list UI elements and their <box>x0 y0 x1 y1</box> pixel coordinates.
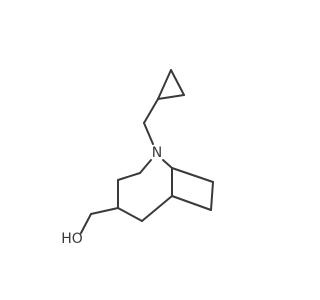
bond-cp1-ch2 <box>143 98 159 124</box>
bond-ch2-n <box>143 122 154 145</box>
bond-cp1-cp2 <box>157 69 172 100</box>
bond-c1-c2 <box>117 172 141 181</box>
bond-c4-c5 <box>141 195 173 222</box>
bond-c7-c5 <box>171 195 212 211</box>
bond-c3-ch2oh <box>90 207 119 215</box>
bond-n-c5 <box>162 159 173 169</box>
bond-c1b-c6 <box>171 167 214 183</box>
nitrogen-atom-label: N <box>152 145 162 161</box>
bond-cp2-cp3 <box>170 69 185 96</box>
cyclopropyl-ring <box>157 69 185 100</box>
hydroxyl-label: HO <box>61 231 83 247</box>
bond-cp3-cp1 <box>157 94 185 100</box>
bond-n-c1 <box>139 159 152 174</box>
bond-c3-c4 <box>117 207 143 222</box>
molecule-structure: N HO <box>61 69 214 247</box>
bond-ch2-o <box>80 213 92 234</box>
bond-c6-c7 <box>210 181 214 211</box>
